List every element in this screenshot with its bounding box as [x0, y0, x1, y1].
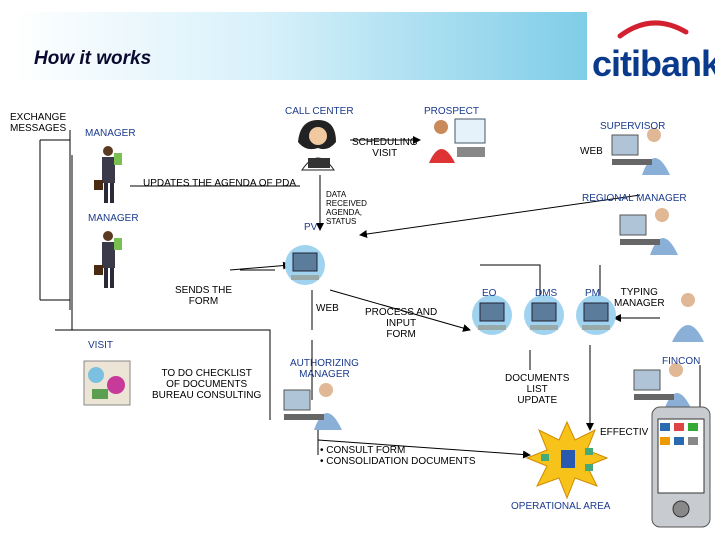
header-banner [12, 12, 587, 80]
label-effectiv: EFFECTIV [600, 427, 649, 438]
call-center-agent-icon [298, 120, 336, 171]
label-pv: PV [304, 222, 318, 233]
citibank-logo: citibank [590, 10, 720, 85]
label-prospect: PROSPECT [424, 106, 480, 117]
label-process-input: PROCESS AND INPUT FORM [365, 307, 438, 340]
pda-device-icon [651, 406, 711, 528]
page-title: How it works [34, 48, 152, 69]
fincon-figure [633, 363, 692, 410]
label-web-center: WEB [316, 303, 339, 314]
label-web-supervisor: WEB [580, 146, 603, 157]
logo-text: citibank [592, 43, 715, 84]
label-todo-checklist: TO DO CHECKLIST OF DOCUMENTS BUREAU CONS… [152, 368, 262, 401]
label-regional-manager: REGIONAL MANAGER [582, 193, 687, 204]
label-fincon: FINCON [662, 356, 701, 367]
pv-computer-icon [285, 245, 325, 285]
label-dms: DMS [535, 288, 558, 299]
label-typing-manager: TYPING MANAGER [614, 287, 665, 309]
eo-computer-icon [472, 295, 512, 335]
label-pm: PM [585, 288, 600, 299]
label-visit: VISIT [88, 340, 114, 351]
label-manager-2: MANAGER [88, 213, 139, 224]
manager-figure-2 [94, 231, 122, 288]
label-supervisor: SUPERVISOR [600, 121, 666, 132]
typing-manager-figure [672, 293, 704, 342]
label-call-center: CALL CENTER [285, 106, 354, 117]
label-sends-form: SENDS THE FORM [175, 285, 233, 307]
label-authorizing-manager: AUTHORIZING MANAGER [290, 358, 359, 380]
label-exchange-messages: EXCHANGE MESSAGES [10, 112, 67, 134]
dms-computer-icon [524, 295, 564, 335]
visit-documents-icon [83, 360, 131, 406]
label-manager-1: MANAGER [85, 128, 136, 139]
operational-area-burst-icon [525, 420, 609, 500]
authorizing-manager-figure [283, 383, 342, 430]
supervisor-figure [611, 128, 670, 175]
label-consult-form: • CONSULT FORM • CONSOLIDATION DOCUMENTS [320, 445, 476, 467]
label-eo: EO [482, 288, 497, 299]
label-updates-pda: UPDATES THE AGENDA OF PDA [143, 178, 296, 189]
label-scheduling-visit: SCHEDULING VISIT [352, 137, 418, 159]
label-data-received: DATA RECEIVED AGENDA, STATUS [326, 190, 367, 226]
regional-manager-figure [619, 208, 678, 255]
label-documents-list: DOCUMENTS LIST UPDATE [505, 373, 570, 406]
pm-computer-icon [576, 295, 616, 335]
manager-figure-1 [94, 146, 122, 203]
label-operational-area: OPERATIONAL AREA [511, 501, 611, 512]
prospect-phone-icon [429, 118, 486, 163]
